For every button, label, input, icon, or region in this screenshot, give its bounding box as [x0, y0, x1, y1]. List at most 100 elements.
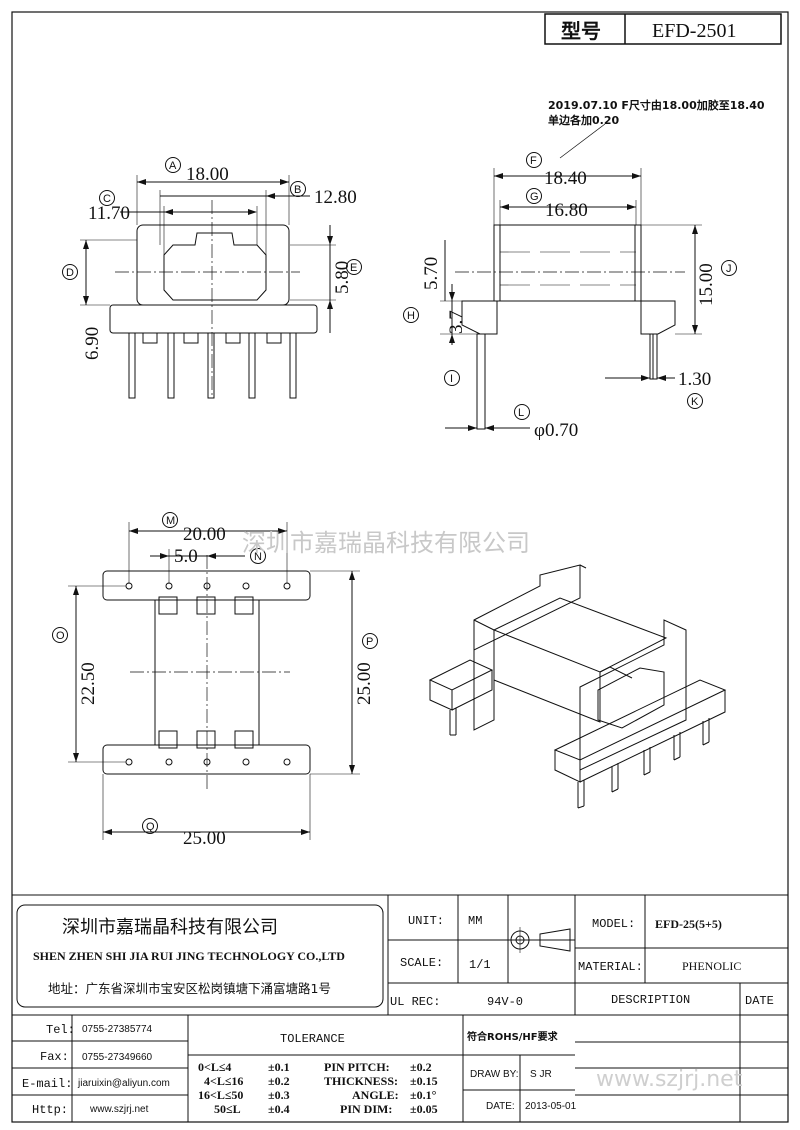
fax-label: Fax: [40, 1050, 69, 1064]
material-label: MATERIAL: [578, 960, 643, 974]
company-name-en: SHEN ZHEN SHI JIA RUI JING TECHNOLOGY CO… [33, 949, 345, 963]
pin-tol-value: ±0.15 [410, 1074, 438, 1088]
tol-range: 0<L≤4 [198, 1060, 231, 1074]
watermark-url: www.szjrj.net [596, 1067, 743, 1092]
svg-text:Q: Q [146, 821, 155, 833]
fax-value: 0755-27349660 [82, 1052, 153, 1063]
dim-p-marker: P [362, 633, 378, 649]
tol-range: 16<L≤50 [198, 1088, 243, 1102]
tol-value: ±0.2 [268, 1074, 290, 1088]
dim-i-marker: I [444, 370, 460, 386]
email-label: E-mail: [22, 1077, 72, 1091]
svg-text:N: N [254, 551, 262, 563]
dim-g-marker: G [526, 188, 542, 204]
pin-tol-value: ±0.05 [410, 1102, 438, 1116]
title-block [12, 894, 788, 1122]
dim-h-value: 3.7 [446, 310, 467, 334]
date-field-value: 2013-05-01 [525, 1101, 577, 1112]
pin-tol-label: ANGLE: [352, 1088, 399, 1102]
dim-p-value: 25.00 [354, 662, 375, 705]
side-view [440, 123, 702, 431]
date-field-label: DATE: [486, 1101, 515, 1112]
svg-text:C: C [103, 193, 111, 205]
dim-c-marker: C [99, 190, 115, 206]
tolerance-table: 0<L≤4 ±0.1 4<L≤16 ±0.2 16<L≤50 ±0.3 50≤L… [198, 1060, 438, 1116]
tel-label: Tel: [46, 1023, 75, 1037]
dim-a-value: 18.00 [186, 164, 229, 185]
tol-range: 50≤L [214, 1102, 241, 1116]
dim-j-value: 15.00 [696, 263, 717, 306]
pin-tol-label: PIN PITCH: [324, 1060, 390, 1074]
scale-label: SCALE: [400, 956, 443, 970]
tol-value: ±0.4 [268, 1102, 290, 1116]
dim-o-value: 22.50 [78, 662, 99, 705]
svg-text:I: I [450, 373, 453, 385]
isometric-view [428, 564, 727, 809]
tel-value: 0755-27385774 [82, 1024, 153, 1035]
svg-text:J: J [726, 263, 732, 275]
svg-text:K: K [691, 396, 699, 408]
dim-g-value: 16.80 [545, 200, 588, 221]
svg-text:E: E [350, 262, 357, 274]
pin-tol-value: ±0.2 [410, 1060, 432, 1074]
company-address: 地址：广东省深圳市宝安区松岗镇塘下涌富塘路1号 [48, 981, 331, 996]
dim-k-marker: K [687, 393, 703, 409]
dim-m-value: 20.00 [183, 524, 226, 545]
sheet-frame [11, 11, 789, 1123]
description-label: DESCRIPTION [611, 993, 690, 1007]
pin-tol-label: THICKNESS: [324, 1074, 398, 1088]
tol-value: ±0.1 [268, 1060, 290, 1074]
rohs-requirement: 符合ROHS/HF要求 [467, 1030, 559, 1043]
http-label: Http: [32, 1103, 68, 1117]
dim-l-value: φ0.70 [534, 420, 578, 441]
company-name-cn: 深圳市嘉瑞晶科技有限公司 [62, 917, 278, 938]
tol-value: ±0.3 [268, 1088, 290, 1102]
unit-value: MM [468, 914, 482, 928]
material-value: PHENOLIC [682, 959, 741, 973]
watermark-text: 深圳市嘉瑞晶科技有限公司 [242, 529, 530, 557]
dim-b-value: 12.80 [314, 187, 357, 208]
ul-rec-label: UL REC: [390, 995, 440, 1009]
svg-text:F: F [530, 155, 537, 167]
http-value: www.szjrj.net [89, 1104, 149, 1115]
svg-text:H: H [407, 310, 415, 322]
dim-f-marker: F [526, 152, 542, 168]
dim-e-value: 5.80 [332, 261, 353, 294]
svg-text:L: L [518, 407, 524, 419]
dim-l-marker: L [514, 404, 530, 420]
ul-rec-value: 94V-0 [487, 995, 523, 1009]
dim-n-value: 5.0 [174, 546, 198, 567]
dim-h-marker: H [403, 307, 419, 323]
svg-text:P: P [366, 636, 373, 648]
tolerance-label: TOLERANCE [280, 1032, 345, 1046]
svg-text:D: D [66, 267, 74, 279]
model-header: 型号 EFD-2501 [544, 13, 782, 45]
front-view [80, 175, 336, 399]
dim-b-marker: B [290, 181, 306, 197]
draw-by-value: S JR [530, 1069, 552, 1080]
date-column-label: DATE [745, 994, 774, 1008]
svg-text:A: A [169, 160, 177, 172]
dim-d-value: 6.90 [82, 327, 103, 360]
dim-d-marker: D [62, 264, 78, 280]
svg-text:G: G [530, 191, 539, 203]
draw-by-label: DRAW BY: [470, 1069, 519, 1080]
dim-e-marker: E [346, 259, 362, 275]
tol-range: 4<L≤16 [204, 1074, 243, 1088]
svg-text:M: M [166, 515, 175, 527]
dim-a-marker: A [165, 157, 181, 173]
dim-o-marker: O [52, 627, 68, 643]
unit-label: UNIT: [408, 914, 444, 928]
revision-note-line1: 2019.07.10 F尺寸由18.00加胶至18.40 [548, 98, 765, 112]
dim-j-marker: J [721, 260, 737, 276]
model-value: EFD-25(5+5) [655, 917, 722, 931]
svg-text:O: O [56, 630, 65, 642]
revision-note-line2: 单边各加0.20 [548, 113, 619, 127]
header-model: EFD-2501 [652, 20, 736, 42]
header-label: 型号 [561, 19, 601, 43]
dim-c-value: 11.70 [88, 203, 130, 224]
dim-f-value: 18.40 [544, 168, 587, 189]
pin-tol-label: PIN DIM: [340, 1102, 392, 1116]
dim-h2-value: 5.70 [421, 257, 442, 290]
